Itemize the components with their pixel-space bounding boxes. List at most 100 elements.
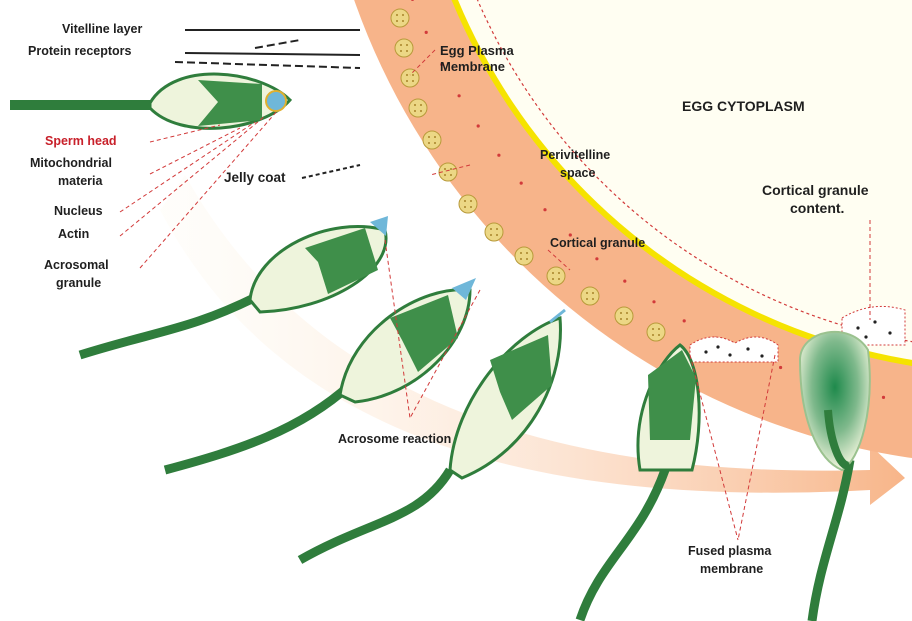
receptor-dot (520, 182, 523, 185)
granule-speck (658, 334, 660, 336)
granule-speck (626, 318, 628, 320)
granule-speck (558, 278, 560, 280)
cortical-granule (401, 69, 419, 87)
granule-speck (420, 104, 422, 106)
label-protein-receptors: Protein receptors (28, 44, 132, 58)
label-egg-cytoplasm: EGG CYTOPLASM (682, 98, 805, 114)
receptor-dot (779, 366, 782, 369)
cortical-granule (615, 307, 633, 325)
receptor-dot (683, 319, 686, 322)
granule-speck (464, 206, 466, 208)
label-cortical-granule-content-2: content. (790, 200, 844, 216)
cortical-granule (423, 131, 441, 149)
label-fused-membrane-1: Fused plasma (688, 544, 771, 558)
granule-speck (552, 272, 554, 274)
receptor-dot (882, 396, 885, 399)
label-vitelline-layer: Vitelline layer (62, 22, 142, 36)
granule-speck (450, 168, 452, 170)
label-egg-plasma-membrane-2: Membrane (440, 60, 505, 75)
granule-speck (620, 312, 622, 314)
receptor-dot (497, 154, 500, 157)
cortical-granule (409, 99, 427, 117)
label-jelly-coat: Jelly coat (224, 170, 286, 186)
granule-speck (406, 50, 408, 52)
receptor-dot (425, 31, 428, 34)
cortical-granule (547, 267, 565, 285)
granule-speck (552, 278, 554, 280)
granule-speck (490, 228, 492, 230)
granule-speck (520, 252, 522, 254)
label-nucleus: Nucleus (54, 204, 103, 218)
label-actin: Actin (58, 227, 89, 241)
granule-speck (400, 44, 402, 46)
granule-speck (400, 50, 402, 52)
granule-speck (586, 292, 588, 294)
label-acrosome-reaction: Acrosome reaction (338, 432, 451, 446)
label-cortical-granule-content-1: Cortical granule (762, 182, 869, 198)
granule-speck (586, 298, 588, 300)
label-perivitelline-1: Perivitelline (540, 148, 610, 162)
granule-speck (444, 168, 446, 170)
granule-speck (464, 200, 466, 202)
granule-speck (412, 74, 414, 76)
granule-speck (450, 174, 452, 176)
granule-speck (592, 292, 594, 294)
label-acrosomal-2: granule (56, 276, 101, 290)
granule-speck (406, 74, 408, 76)
granule-speck (520, 258, 522, 260)
granule-speck (434, 142, 436, 144)
receptor-dot (595, 257, 598, 260)
receptor-dot (543, 208, 546, 211)
granule-speck (406, 80, 408, 82)
cortical-granule (459, 195, 477, 213)
granule-speck (412, 80, 414, 82)
granule-speck (626, 312, 628, 314)
label-mitochondrial-1: Mitochondrial (30, 156, 112, 170)
receptor-dot (623, 280, 626, 283)
cortical-granule (581, 287, 599, 305)
cortical-granule (395, 39, 413, 57)
granule-speck (592, 298, 594, 300)
granule-speck (558, 272, 560, 274)
label-cortical-granule: Cortical granule (550, 236, 645, 250)
cortical-granule (485, 223, 503, 241)
cortical-granule (515, 247, 533, 265)
granule-speck (526, 258, 528, 260)
granule-speck (470, 200, 472, 202)
label-sperm-head: Sperm head (45, 134, 117, 148)
granule-speck (652, 334, 654, 336)
granule-speck (652, 328, 654, 330)
label-perivitelline-2: space (560, 166, 595, 180)
granule-speck (396, 14, 398, 16)
granule-speck (526, 252, 528, 254)
granule-speck (402, 14, 404, 16)
granule-speck (428, 142, 430, 144)
receptor-dot (458, 94, 461, 97)
label-mitochondrial-2: materia (58, 174, 102, 188)
receptor-dot (477, 124, 480, 127)
granule-speck (396, 20, 398, 22)
granule-speck (428, 136, 430, 138)
granule-speck (420, 110, 422, 112)
cortical-granule (647, 323, 665, 341)
granule-speck (496, 228, 498, 230)
granule-speck (444, 174, 446, 176)
granule-speck (470, 206, 472, 208)
granule-speck (490, 234, 492, 236)
granule-speck (434, 136, 436, 138)
granule-speck (414, 104, 416, 106)
label-egg-plasma-membrane-1: Egg Plasma (440, 44, 514, 59)
granule-speck (658, 328, 660, 330)
cortical-granule (391, 9, 409, 27)
granule-speck (406, 44, 408, 46)
granule-speck (414, 110, 416, 112)
granule-speck (496, 234, 498, 236)
sperm-1 (10, 74, 290, 128)
receptor-dot (652, 300, 655, 303)
granule-speck (402, 20, 404, 22)
granule-speck (620, 318, 622, 320)
label-fused-membrane-2: membrane (700, 562, 763, 576)
label-acrosomal-1: Acrosomal (44, 258, 109, 272)
